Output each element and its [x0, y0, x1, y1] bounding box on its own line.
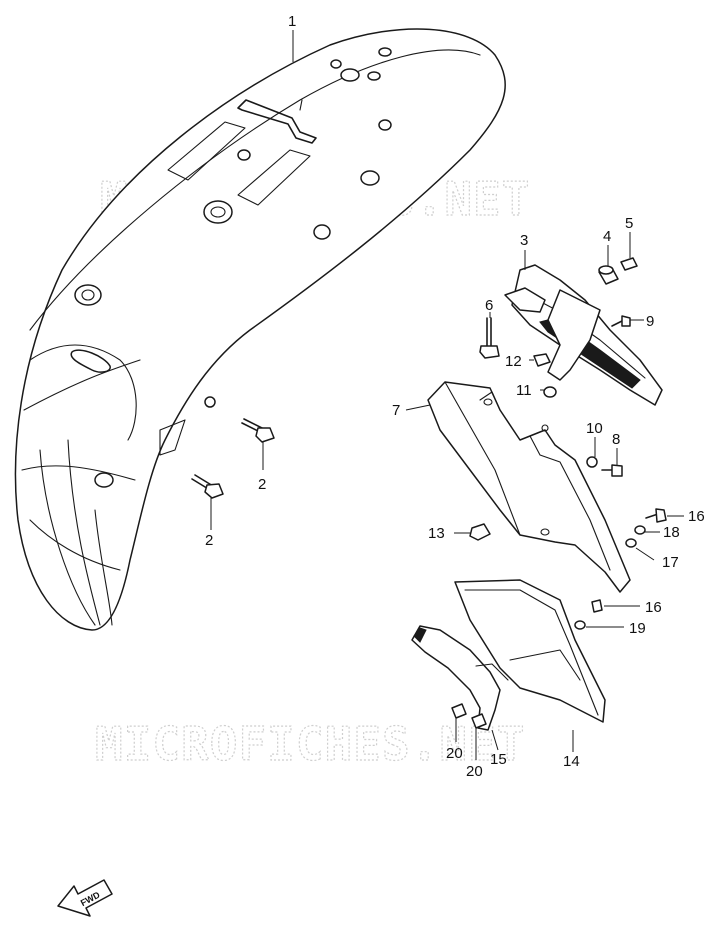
callout-2-upper: 2: [258, 476, 266, 493]
callout-3: 3: [520, 232, 528, 249]
nut-20-right: [471, 713, 487, 729]
callout-16-lower: 16: [645, 599, 662, 616]
screw-16-lower: [591, 599, 603, 613]
callout-16-upper: 16: [688, 508, 705, 525]
stay-15: [411, 625, 509, 731]
washer-18: [634, 525, 646, 535]
collar-5: [620, 257, 638, 271]
leader-lines: [210, 30, 684, 760]
callout-8: 8: [612, 431, 620, 448]
callout-14: 14: [563, 753, 580, 770]
screw-9: [611, 315, 631, 327]
callout-13: 13: [428, 525, 445, 542]
nut-13: [469, 523, 491, 541]
callout-9: 9: [646, 313, 654, 330]
mud-guard-7: [427, 381, 631, 593]
collar-17: [625, 538, 637, 548]
callout-1: 1: [288, 13, 296, 30]
watermark-bottom: MICROFICHES.NET: [95, 717, 525, 771]
bracket-3: [504, 264, 663, 406]
rear-fender: [14, 28, 506, 631]
washer-19: [574, 620, 586, 630]
callout-20-right: 20: [466, 763, 483, 780]
plate-bracket-14: [454, 579, 606, 723]
grommet-4: [598, 265, 619, 285]
callout-11: 11: [516, 382, 532, 399]
callout-20-left: 20: [446, 745, 463, 762]
washer-10: [586, 456, 598, 468]
callout-15: 15: [490, 751, 507, 768]
screw-16-upper: [645, 508, 667, 523]
bolt-2-lower: [191, 474, 224, 499]
callout-18: 18: [663, 524, 680, 541]
callout-2-lower: 2: [205, 532, 213, 549]
fwd-arrow-icon: FWD: [57, 879, 113, 917]
callout-12: 12: [505, 353, 522, 370]
collar-11: [543, 386, 557, 398]
bolt-6: [479, 317, 500, 359]
callout-6: 6: [485, 297, 493, 314]
screw-8: [601, 464, 623, 477]
callout-4: 4: [603, 228, 611, 245]
bolt-2-upper: [241, 418, 275, 443]
callout-10: 10: [586, 420, 603, 437]
nut-20-left: [451, 703, 467, 719]
callout-5: 5: [625, 215, 633, 232]
callout-19: 19: [629, 620, 646, 637]
callouts: 1 2 2 3 4 5 6 7 8 9 10 11 12 13 14 15 16…: [205, 13, 705, 780]
callout-7: 7: [392, 402, 400, 419]
callout-17: 17: [662, 554, 679, 571]
nut-12: [533, 353, 551, 367]
